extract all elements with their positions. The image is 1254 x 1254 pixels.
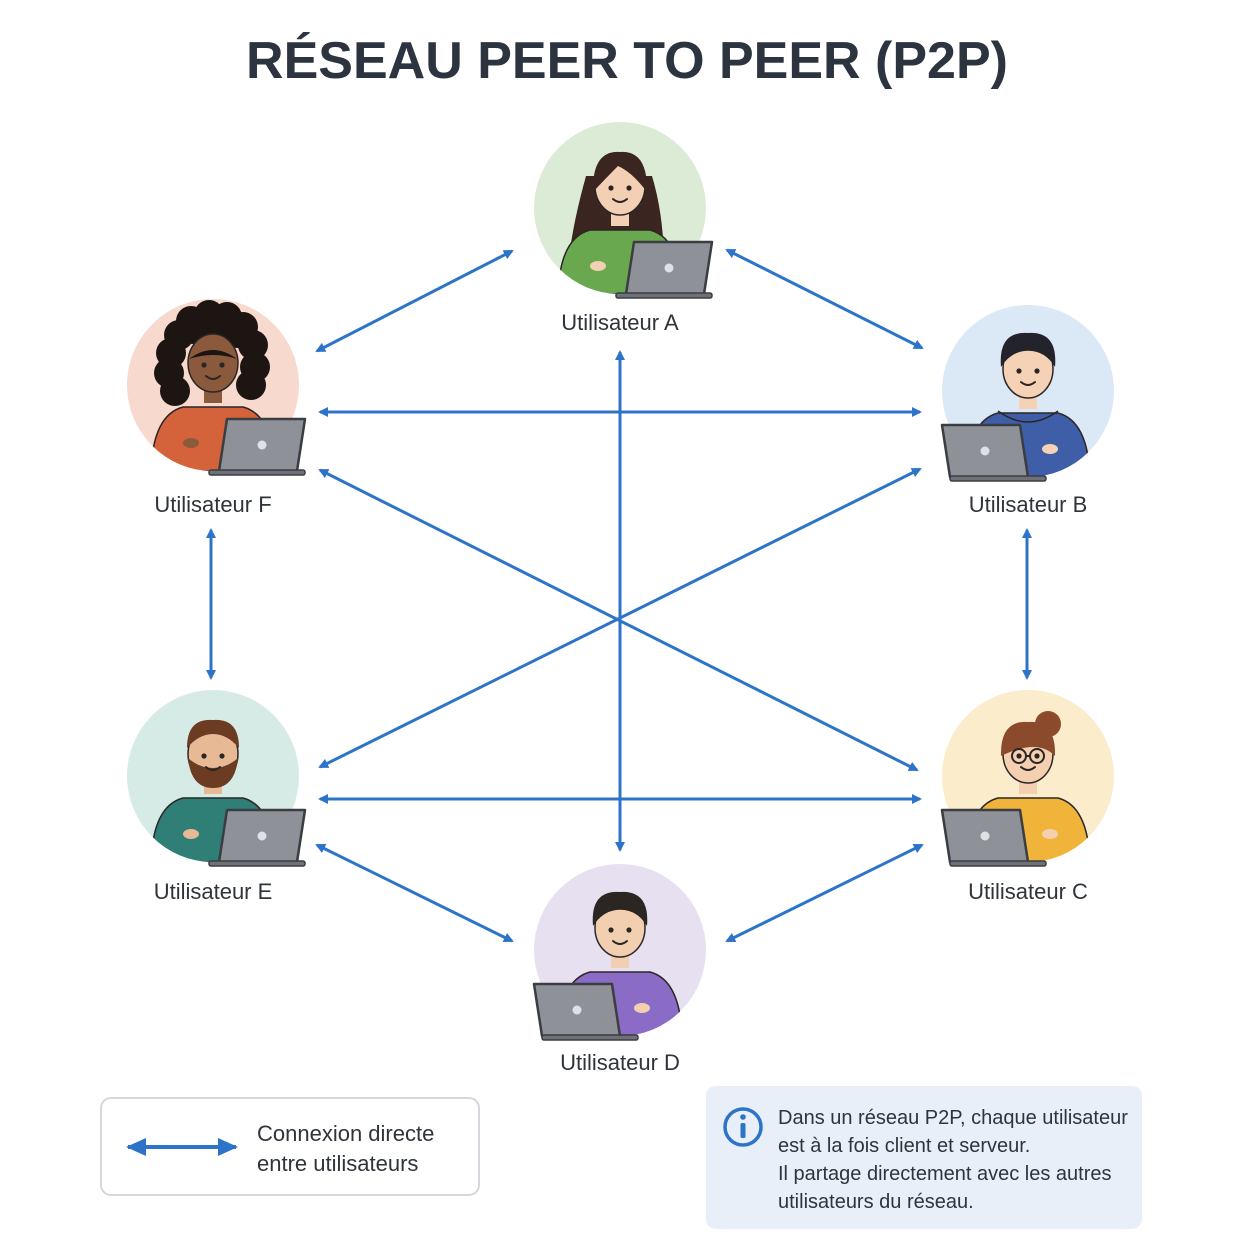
connection-arrow-a-b bbox=[725, 248, 924, 350]
user-node-c: Utilisateur C bbox=[940, 690, 1114, 904]
laptop-icon bbox=[940, 423, 1047, 482]
legend-line-1: Connexion directe bbox=[257, 1121, 434, 1146]
laptop-icon bbox=[208, 808, 307, 867]
connections-layer bbox=[206, 248, 1032, 943]
connection-arrow-c-f bbox=[318, 468, 919, 772]
legend-border bbox=[100, 1097, 480, 1196]
user-label-b: Utilisateur B bbox=[969, 492, 1088, 517]
legend-line-2: entre utilisateurs bbox=[257, 1151, 418, 1176]
info-box-background bbox=[706, 1086, 1142, 1229]
page-title: RÉSEAU PEER TO PEER (P2P) bbox=[246, 32, 1008, 90]
laptop-icon bbox=[532, 982, 639, 1041]
info-box: Dans un réseau P2P, chaque utilisateur e… bbox=[706, 1086, 1142, 1229]
info-line-3: Il partage directement avec les autres bbox=[778, 1163, 1112, 1185]
user-node-f: Utilisateur F bbox=[127, 299, 307, 517]
info-line-2: est à la fois client et serveur. bbox=[778, 1135, 1030, 1157]
connection-arrow-c-d bbox=[725, 843, 924, 943]
user-label-a: Utilisateur A bbox=[561, 310, 679, 335]
connection-arrow-d-e bbox=[315, 843, 514, 943]
user-node-a: Utilisateur A bbox=[534, 122, 714, 335]
user-label-f: Utilisateur F bbox=[154, 492, 271, 517]
user-node-b: Utilisateur B bbox=[940, 305, 1114, 517]
info-line-1: Dans un réseau P2P, chaque utilisateur bbox=[778, 1107, 1128, 1129]
user-node-d: Utilisateur D bbox=[532, 864, 706, 1075]
user-label-c: Utilisateur C bbox=[968, 879, 1088, 904]
info-line-4: utilisateurs du réseau. bbox=[778, 1191, 974, 1213]
users-layer: Utilisateur A Utilisateur B Utilisateur C U… bbox=[127, 122, 1114, 1075]
user-label-e: Utilisateur E bbox=[154, 879, 273, 904]
user-node-e: Utilisateur E bbox=[127, 690, 307, 904]
legend-box: Connexion directe entre utilisateurs bbox=[100, 1097, 480, 1196]
laptop-icon bbox=[208, 417, 307, 476]
user-label-d: Utilisateur D bbox=[560, 1050, 680, 1075]
laptop-icon bbox=[615, 240, 714, 299]
laptop-icon bbox=[940, 808, 1047, 867]
info-icon bbox=[723, 1107, 763, 1147]
connection-arrow-a-f bbox=[315, 249, 514, 353]
